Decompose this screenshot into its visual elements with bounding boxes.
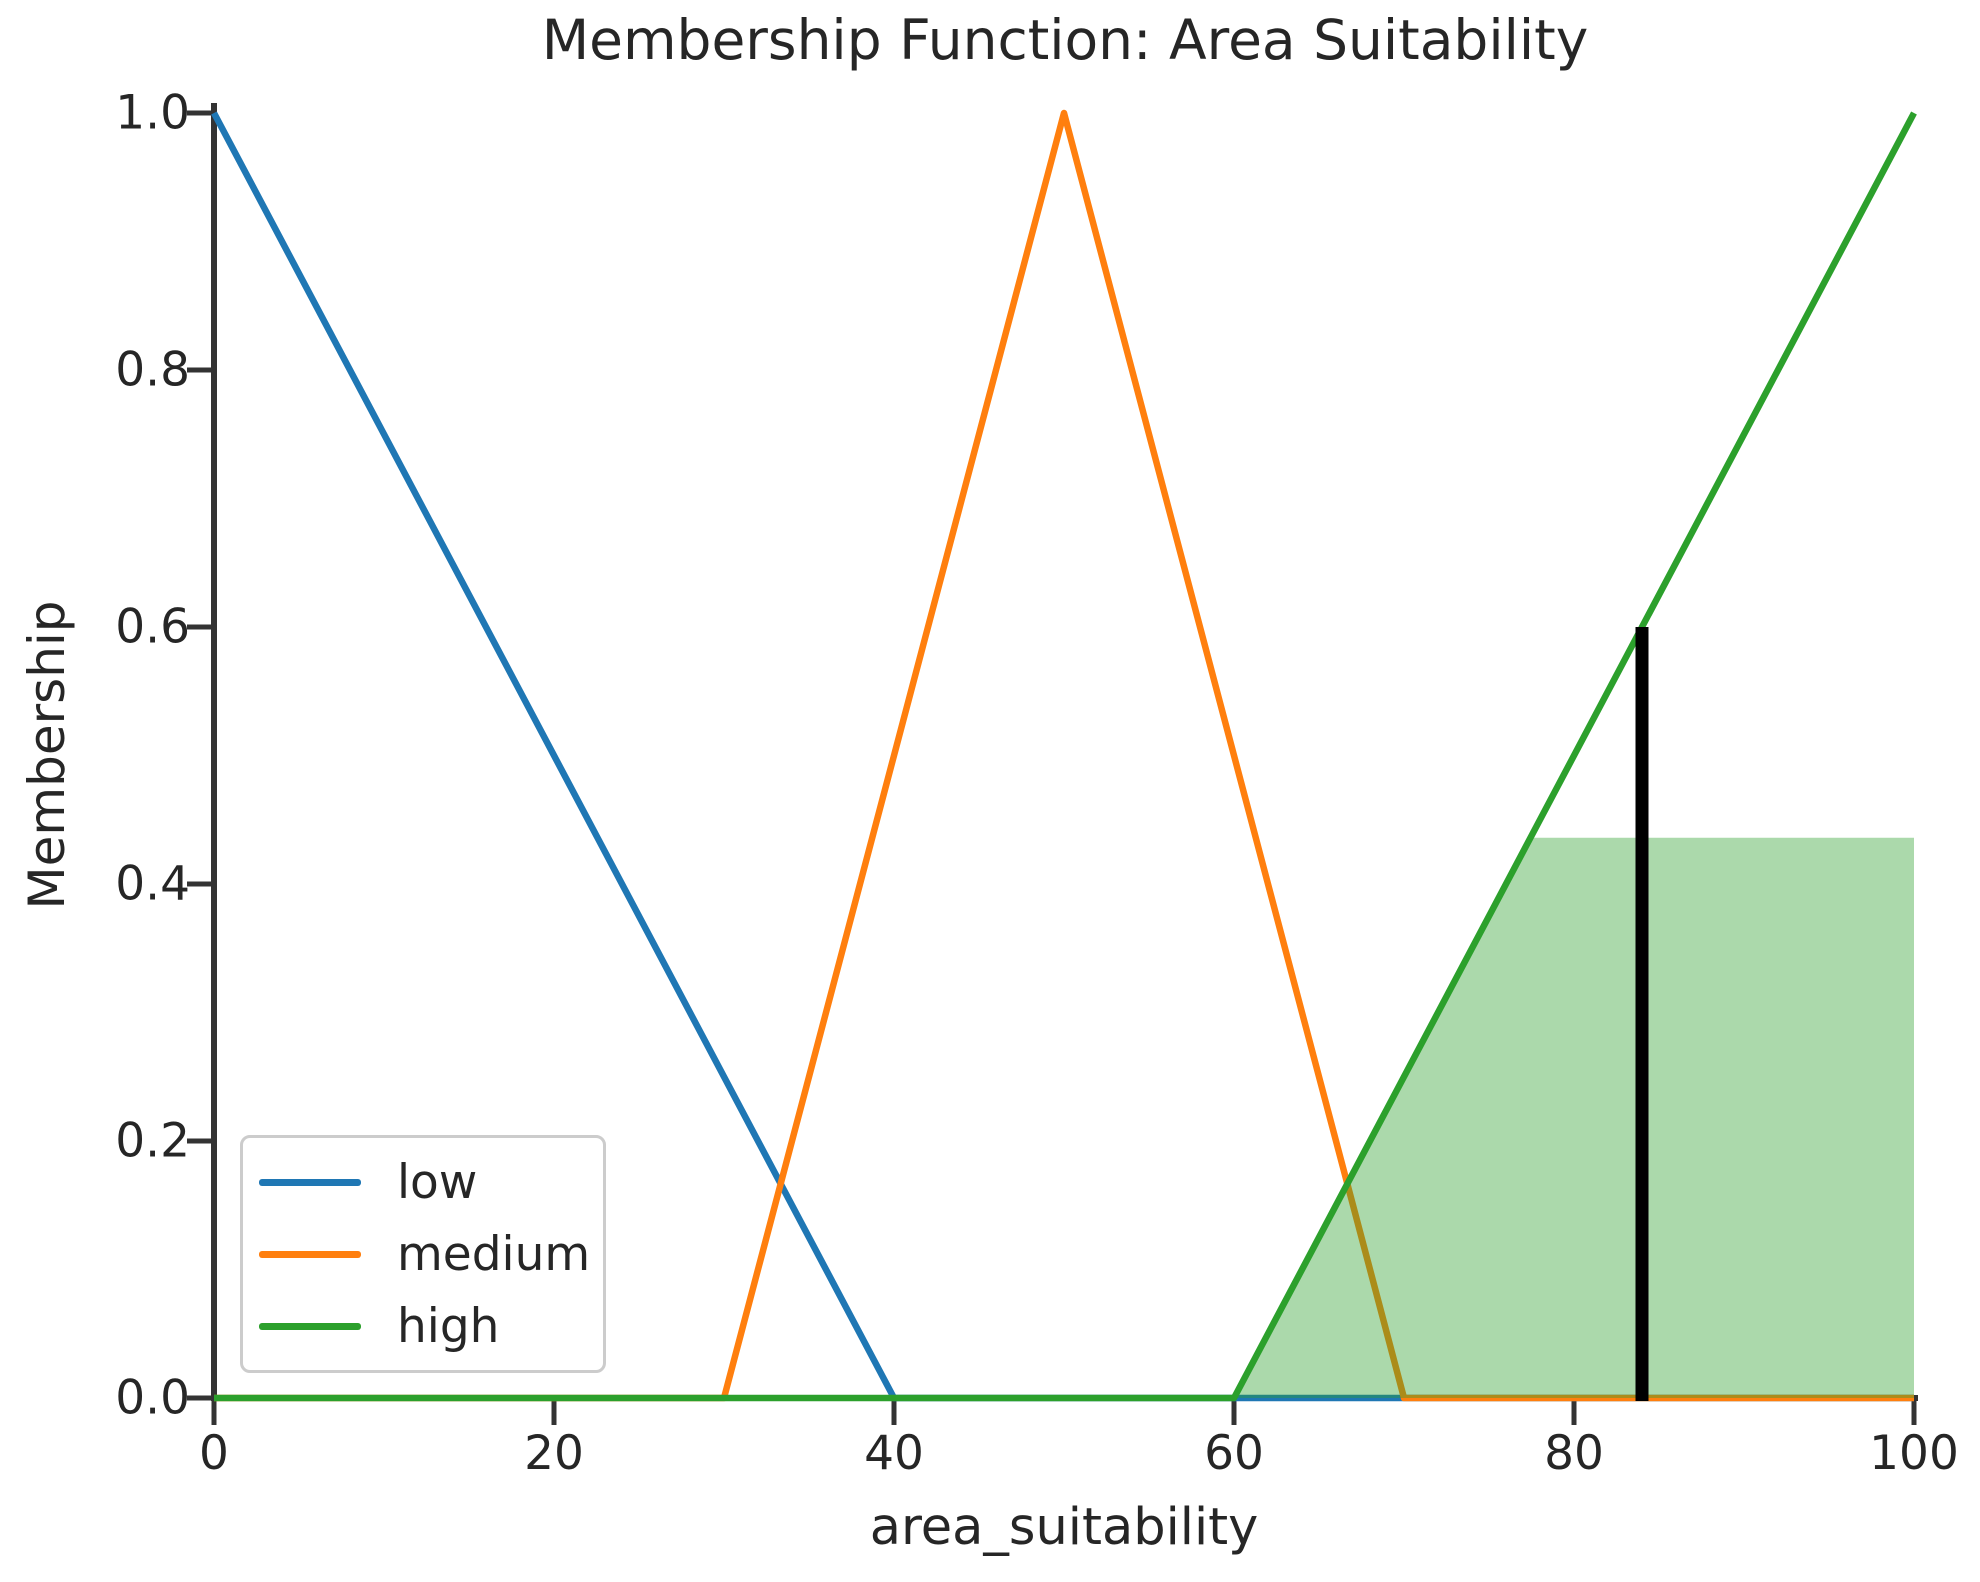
membership-curves bbox=[211, 109, 1917, 1402]
y-tick-label-0.4: 0.4 bbox=[115, 856, 190, 912]
legend-label-medium: medium bbox=[397, 1226, 591, 1282]
high-line-swatch-icon bbox=[259, 1322, 361, 1330]
x-tick-label-0: 0 bbox=[199, 1426, 229, 1481]
medium-line-swatch-icon bbox=[259, 1250, 361, 1258]
legend-item-high: high bbox=[243, 1297, 603, 1355]
chart-title: Membership Function: Area Suitability bbox=[541, 8, 1589, 72]
x-tick-label-100: 100 bbox=[1869, 1426, 1959, 1481]
legend-item-low: low bbox=[243, 1153, 603, 1211]
legend-label-low: low bbox=[397, 1154, 478, 1210]
y-tick-label-0.8: 0.8 bbox=[115, 342, 190, 398]
activated-area-fill bbox=[1234, 837, 1914, 1398]
x-tick-label-20: 20 bbox=[524, 1426, 584, 1481]
y-tick-label-1.0: 1.0 bbox=[115, 85, 190, 141]
x-tick-label-80: 80 bbox=[1544, 1426, 1604, 1481]
legend-item-medium: medium bbox=[243, 1225, 603, 1283]
y-tick-label-0.6: 0.6 bbox=[115, 599, 190, 655]
x-tick-label-40: 40 bbox=[864, 1426, 924, 1481]
low-line-swatch-icon bbox=[259, 1178, 361, 1186]
x-axis-label: area_suitability bbox=[869, 1498, 1259, 1557]
y-tick-label-0.2: 0.2 bbox=[115, 1113, 190, 1169]
y-tick-label-0.0: 0.0 bbox=[115, 1370, 190, 1426]
legend: low medium high bbox=[240, 1135, 606, 1373]
membership-curve-high bbox=[214, 111, 1917, 1402]
legend-label-high: high bbox=[397, 1298, 500, 1354]
x-tick-label-60: 60 bbox=[1204, 1426, 1264, 1481]
